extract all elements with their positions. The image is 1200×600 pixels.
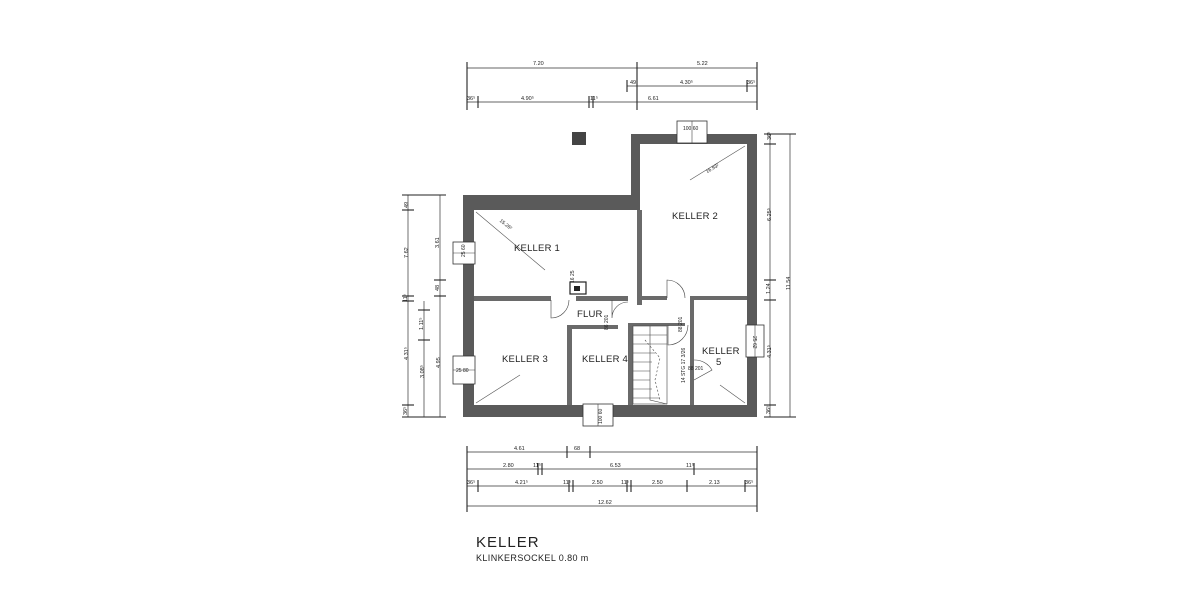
door-keller5-label: 88 201	[688, 366, 704, 372]
window-w4-label: 100 60	[683, 126, 699, 132]
dim-left-2c: 1.11⁵	[418, 317, 425, 330]
room-keller-5-number: 5	[716, 357, 721, 368]
room-keller-2: KELLER 2	[672, 211, 718, 222]
door-flur-label: 86 201	[604, 314, 610, 330]
dim-top-2a: 49	[630, 80, 636, 86]
dim-left-1b: 7.62	[404, 247, 410, 258]
dim-left-2a: 3.61	[435, 237, 441, 248]
dim-right-1d: 4.31⁵	[766, 345, 773, 358]
dim-bottom-2b: 11⁵	[533, 462, 541, 469]
room-flur: FLUR	[577, 309, 603, 320]
dim-bottom-1a: 4.61	[514, 446, 525, 452]
top-dimension-chains	[466, 62, 758, 110]
dim-bottom-3f: 2.50	[652, 480, 663, 486]
dim-left-2e: 4.95	[436, 357, 442, 368]
window-w3-label: 25 62	[751, 336, 757, 349]
plan-title: KELLER	[476, 534, 540, 551]
dim-top-1a: 7.20	[533, 61, 544, 67]
dim-top-2c: 36⁵	[747, 79, 755, 86]
dim-top-3b: 4.90⁵	[521, 95, 534, 102]
right-dimension-chains	[764, 133, 796, 418]
plan-subtitle: KLINKERSOCKEL 0.80 m	[476, 553, 589, 563]
dim-right-1b: 6.25⁵	[766, 208, 773, 221]
dim-left-2d: 3.08⁵	[419, 365, 426, 378]
dim-bottom-3h: 36⁵	[745, 479, 753, 486]
chimney-block	[572, 132, 586, 145]
dim-bottom-3a: 36⁵	[467, 479, 475, 486]
dim-bottom-2c: 6.53	[610, 463, 621, 469]
dim-left-1c: 11⁵	[402, 294, 409, 302]
dim-right-1a: 36⁵	[766, 132, 773, 140]
chimney-shaft-label: 16 25	[570, 270, 576, 283]
dim-right-1c: 1.24	[766, 283, 772, 294]
door-stair-label: 88 201	[678, 316, 684, 332]
dim-bottom-1b: 68	[574, 446, 580, 452]
room-keller-3: KELLER 3	[502, 354, 548, 365]
dim-top-1b: 5.22	[697, 61, 708, 67]
window-w1-label: 25 60	[461, 244, 467, 257]
dim-left-1a: 49	[404, 202, 410, 208]
dim-left-1e: 36⁵	[402, 407, 409, 415]
dim-top-2b: 4.30⁵	[680, 79, 693, 86]
window-w6-label: 100 60	[598, 408, 604, 424]
window-w2-label: 25 80	[456, 368, 469, 374]
dim-right-total: 11.54	[786, 277, 792, 290]
dim-top-3a: 36⁵	[467, 95, 475, 102]
left-dimension-chains	[402, 194, 446, 418]
dim-bottom-3e: 11⁵	[621, 479, 629, 486]
bottom-dimension-chains	[466, 446, 758, 512]
dim-top-3d: 6.61	[648, 96, 659, 102]
dim-bottom-3d: 2.50	[592, 480, 603, 486]
dim-bottom-2a: 2.80	[503, 463, 514, 469]
dim-top-3c: 11⁵	[590, 95, 598, 102]
dim-left-2b: 48	[435, 285, 441, 291]
staircase	[632, 325, 668, 405]
room-keller-4: KELLER 4	[582, 354, 628, 365]
dim-bottom-3g: 2.13	[709, 480, 720, 486]
diagonal-lines	[475, 145, 746, 404]
dim-bottom-3c: 11⁵	[563, 479, 571, 486]
room-keller-5: KELLER	[702, 346, 740, 357]
stair-label: 14 STG 17 3/26	[681, 347, 687, 383]
dim-bottom-3b: 4.21⁵	[515, 479, 528, 486]
dim-bottom-2d: 11⁵	[686, 462, 694, 469]
window-openings: 25 60 25 80 25 62 100 60 100 60	[452, 120, 765, 427]
dim-left-1d: 4.31⁵	[403, 347, 410, 360]
interior-walls	[474, 210, 747, 405]
dim-bottom-total: 12.62	[598, 500, 612, 506]
room-keller-1: KELLER 1	[514, 243, 560, 254]
dim-right-1e: 36⁵	[765, 406, 772, 414]
outer-wall	[463, 134, 757, 417]
diagonal-label-1: 15.26²	[498, 218, 513, 232]
diagonal-label-2: 16.93²	[705, 163, 721, 175]
